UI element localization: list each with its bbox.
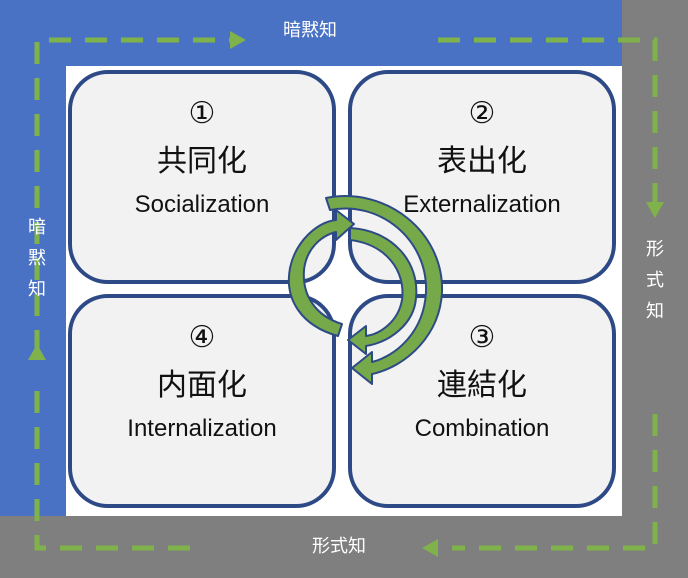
tacit-band-top xyxy=(0,0,622,66)
arrowhead-right-icon xyxy=(230,31,246,49)
quadrant-title-jp: 内面化 xyxy=(157,368,247,403)
explicit-label-bottom: 形式知 xyxy=(312,536,366,557)
tacit-label-left: 暗 黙 知 xyxy=(26,212,48,305)
tacit-label-top: 暗黙知 xyxy=(283,20,337,41)
quadrant-socialization: ① 共同化 Socialization xyxy=(68,70,336,284)
knowledge-cycle-path xyxy=(34,37,658,551)
quadrant-title-en: Combination xyxy=(414,415,550,442)
cycle-path-right-bottom xyxy=(452,414,658,551)
cycle-path-bottom-left xyxy=(34,380,190,551)
quadrant-title-jp: 共同化 xyxy=(157,144,247,179)
explicit-label-right: 形 式 知 xyxy=(644,234,666,327)
explicit-label-right-char: 式 xyxy=(646,270,664,291)
tacit-label-left-char: 暗 xyxy=(28,217,46,238)
tacit-band-left xyxy=(0,0,66,516)
cycle-arrowheads xyxy=(28,31,664,557)
quadrant-title-jp: 連結化 xyxy=(437,368,527,403)
arrowhead-down-icon xyxy=(646,202,664,218)
tacit-label-left-char: 黙 xyxy=(28,248,46,269)
arrowhead-left-icon xyxy=(422,539,438,557)
quadrant-number: ③ xyxy=(468,320,496,355)
quadrant-number: ① xyxy=(188,96,216,131)
cycle-path-top-right xyxy=(438,37,658,202)
explicit-label-right-char: 知 xyxy=(646,301,664,322)
quadrant-number: ④ xyxy=(188,320,216,355)
quadrant-externalization: ② 表出化 Externalization xyxy=(348,70,616,284)
arrowhead-up-icon xyxy=(28,344,46,360)
cycle-path-left-top xyxy=(34,37,232,352)
quadrant-combination: ③ 連結化 Combination xyxy=(348,294,616,508)
quadrant-internalization: ④ 内面化 Internalization xyxy=(68,294,336,508)
tacit-label-left-char: 知 xyxy=(28,279,46,300)
explicit-label-right-char: 形 xyxy=(646,239,664,260)
quadrant-title-en: Internalization xyxy=(127,415,277,442)
quadrant-title-jp: 表出化 xyxy=(437,144,527,179)
quadrant-title-en: Socialization xyxy=(134,191,270,218)
quadrant-title-en: Externalization xyxy=(403,191,561,218)
quadrant-number: ② xyxy=(468,96,496,131)
